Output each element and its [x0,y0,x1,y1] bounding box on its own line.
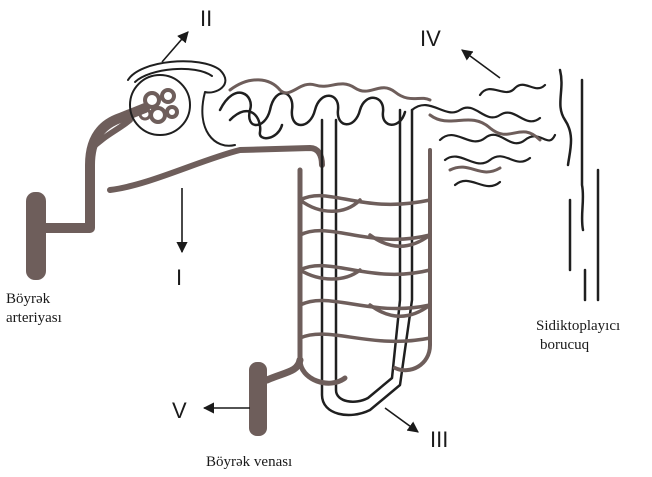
marker-ii: II [200,6,212,31]
arrow-iv [462,50,500,78]
renal-vein-block [249,362,267,436]
marker-iv: IV [420,26,441,51]
efferent-vessel [110,148,322,190]
glomerulus [130,75,190,135]
marker-i: I [176,265,182,290]
arrow-iii [385,408,418,432]
renal-artery-vessel [46,108,145,228]
renal-artery-block [26,192,46,280]
label-renal-vein: Böyrək venası [206,454,292,470]
proximal-tubule [220,93,405,125]
collecting-duct [560,70,598,300]
marker-iii: III [430,427,448,452]
arrow-ii [162,32,188,62]
label-renal-artery-line2: arteriyası [6,310,62,326]
marker-v: V [172,398,187,423]
label-renal-artery-line1: Böyrək [6,291,51,307]
label-collecting-duct-line2: borucuq [540,337,590,353]
label-collecting-duct-line1: Sidiktoplayıcı [536,318,620,334]
